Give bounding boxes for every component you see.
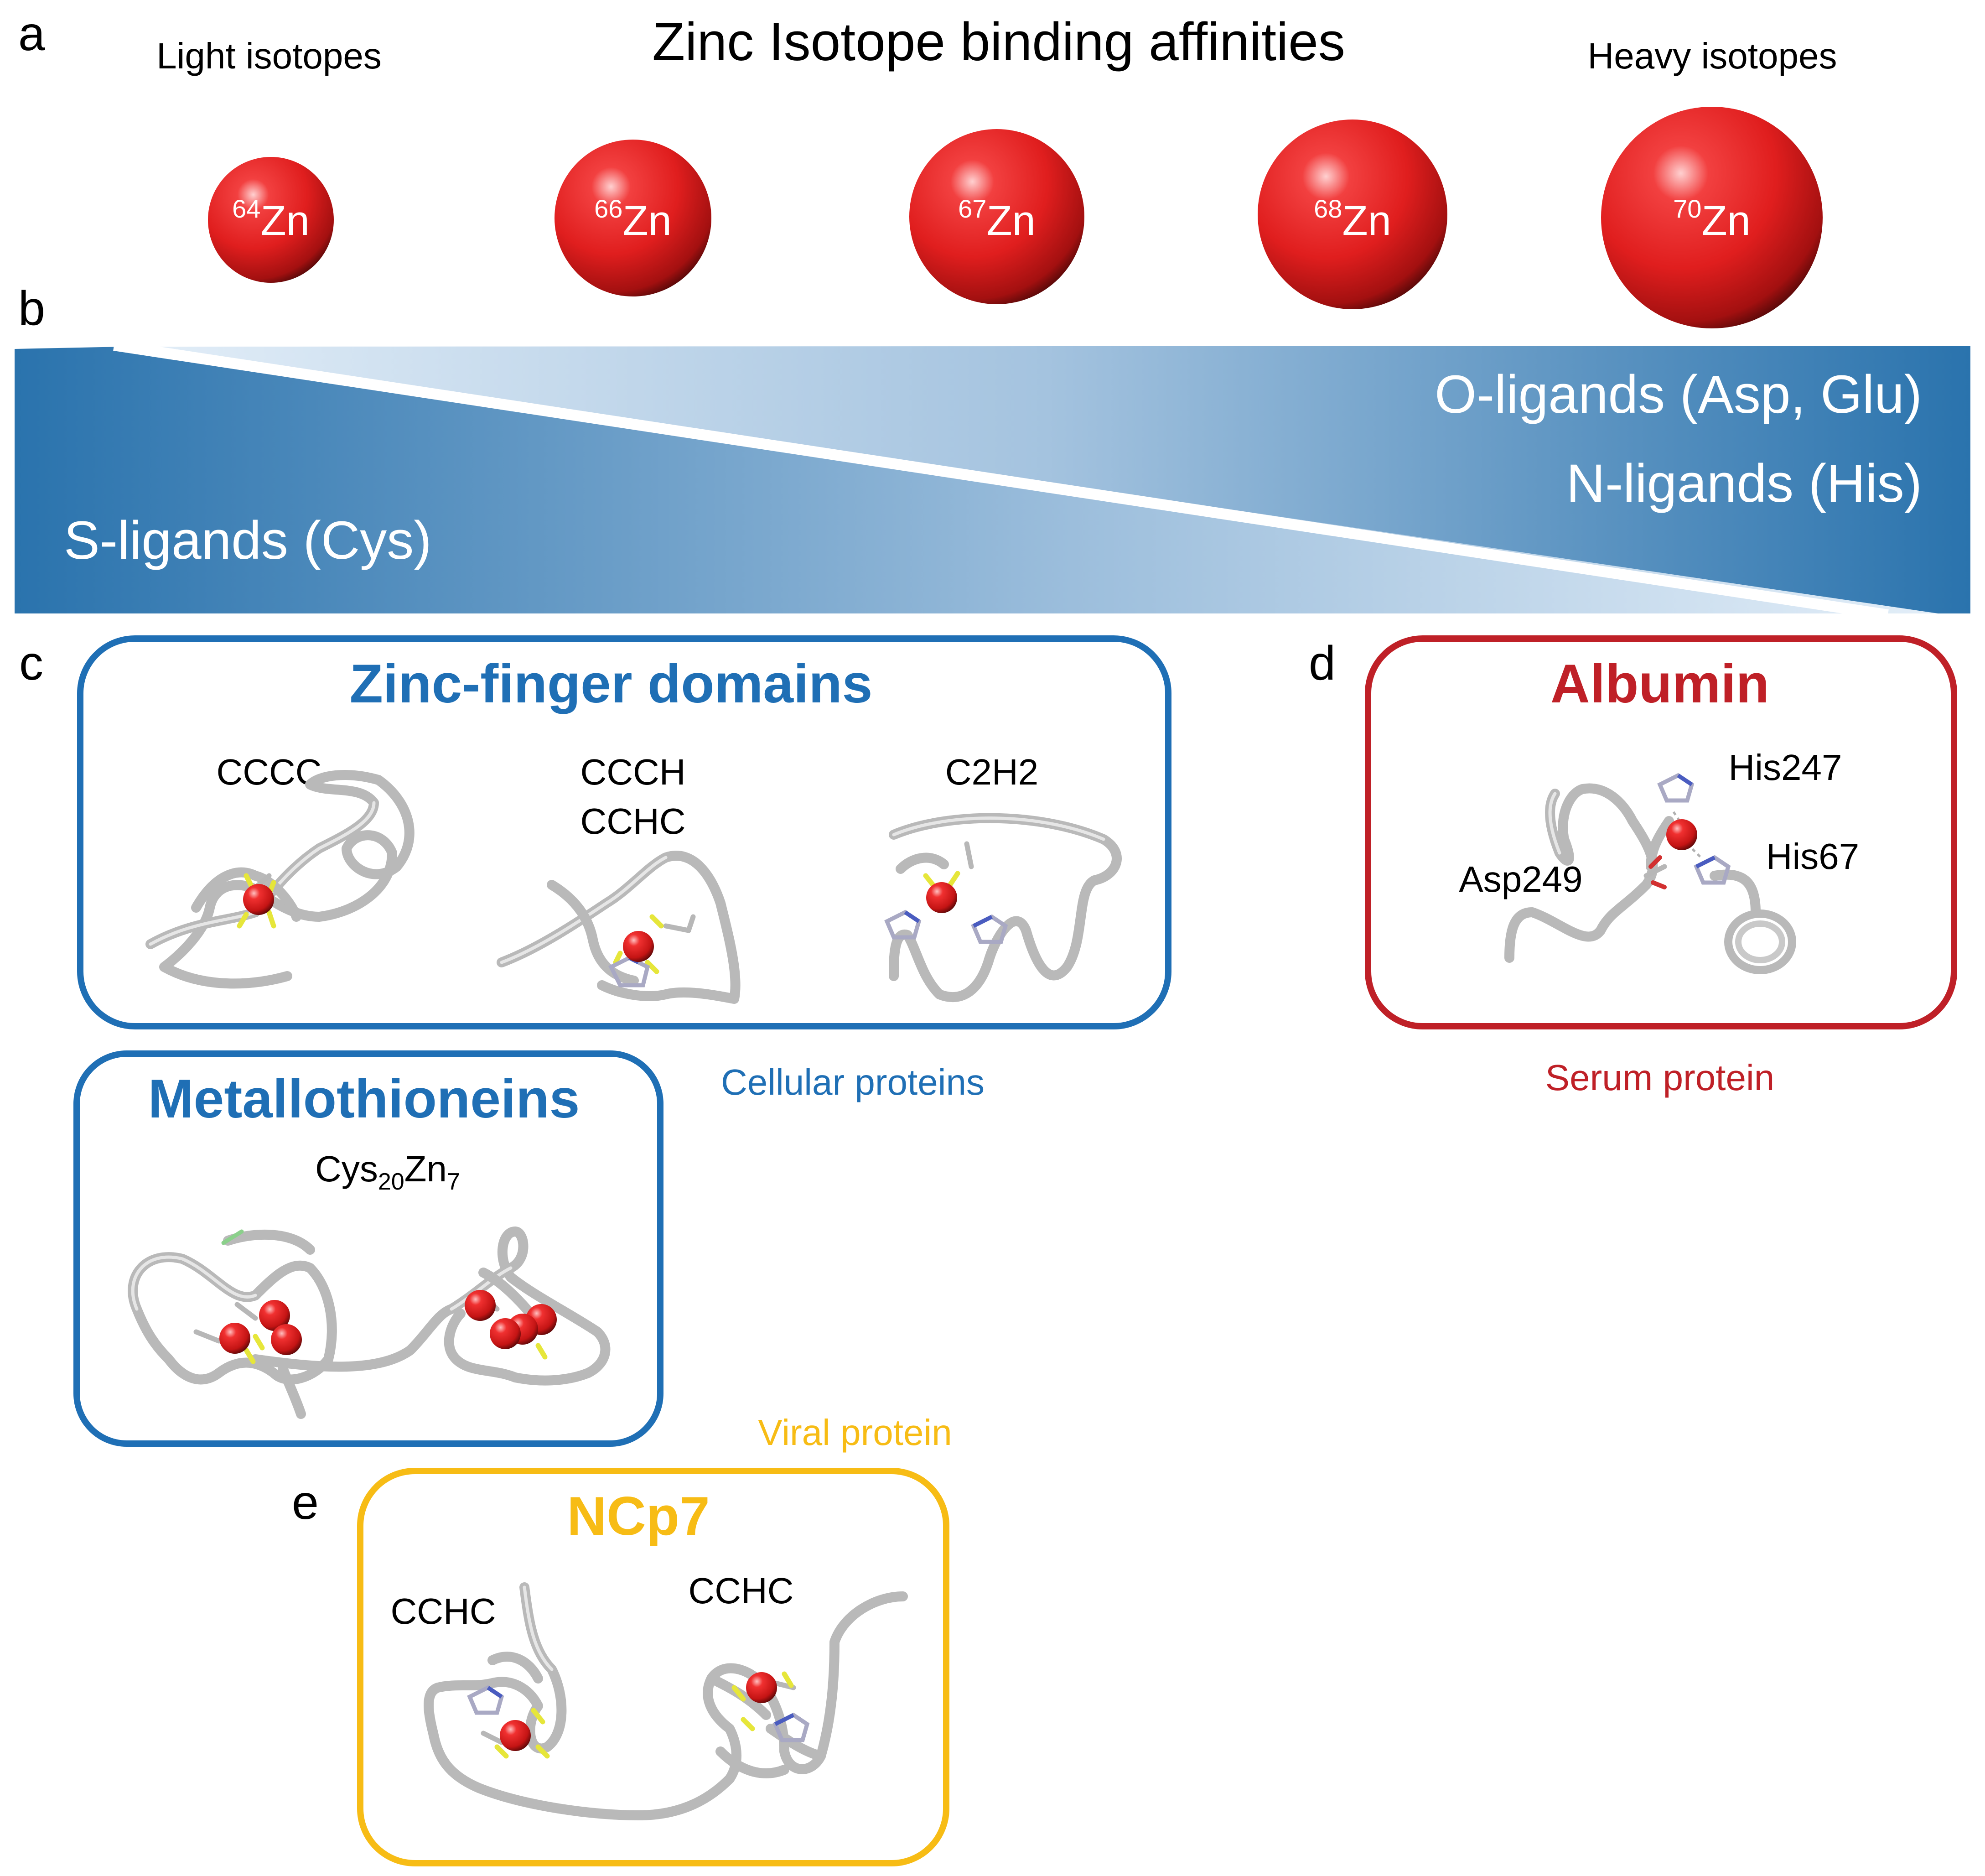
panel-letter-a: a [18,7,45,61]
asp249-label: Asp249 [1459,859,1582,899]
zinc-finger-title: Zinc-finger domains [350,653,873,714]
ncp7-structure-illustration [424,1582,908,1820]
panel-a-title: Zinc Isotope binding affinities [652,12,1345,72]
zinc-atom-ncp7-2 [746,1672,777,1703]
isotope-sphere-67: 67Zn [909,129,1084,304]
ncp7-box [357,1468,949,1866]
albumin-box [1365,635,1957,1029]
cccc-structure-illustration [145,770,415,989]
heavy-isotopes-label: Heavy isotopes [1588,36,1837,76]
zinc-atom-mt-2 [219,1323,250,1354]
zinc-atom-mt-7 [490,1318,521,1349]
panel-letter-e: e [292,1476,319,1529]
metallothioneins-title: Metallothioneins [148,1068,580,1129]
zinc-atom-mt-4 [465,1290,496,1321]
zinc-atom-mt-3 [271,1324,302,1355]
albumin-title: Albumin [1550,653,1769,714]
zinc-atom-mt-1 [259,1300,290,1331]
isotope-label-68: 68Zn [1314,194,1391,244]
zinc-atom-c2h2 [926,882,957,913]
motif-cchc-label: CCHC [580,801,685,842]
c2h2-structure-illustration [884,813,1122,1003]
motif-c2h2-label: C2H2 [945,752,1039,792]
metallothionein-formula: Cys20Zn7 [315,1148,460,1195]
panel-letter-b: b [18,281,45,335]
s-ligands-label: S-ligands (Cys) [64,510,432,571]
zinc-atom-ncp7-1 [500,1720,531,1751]
metallothioneins-box [73,1050,663,1447]
serum-protein-caption: Serum protein [1545,1057,1774,1098]
isotope-sphere-64: 64Zn [208,157,334,283]
isotope-label-70: 70Zn [1673,194,1751,244]
o-ligands-label: O-ligands (Asp, Glu) [1435,364,1922,425]
isotope-label-67: 67Zn [958,194,1036,244]
motif-cccc-label: CCCC [216,752,321,792]
light-isotopes-label: Light isotopes [156,36,382,76]
albumin-structure-illustration [1504,773,1796,974]
panel-letter-c: c [19,636,43,690]
isotope-sphere-68: 68Zn [1258,120,1447,309]
zinc-atom-cccc [243,884,274,915]
panel-letter-d: d [1309,636,1336,690]
ncp7-title: NCp7 [567,1486,710,1547]
isotope-sphere-70: 70Zn [1601,107,1823,328]
n-ligands-label: N-ligands (His) [1566,453,1922,514]
ncp7-motif-2-label: CCHC [688,1570,793,1611]
isotope-label-64: 64Zn [232,194,310,244]
zinc-atom-ccch [623,931,654,962]
isotope-sphere-66: 66Zn [555,140,711,296]
zinc-finger-box [77,635,1171,1029]
isotope-label-66: 66Zn [594,194,672,244]
zinc-atom-albumin [1666,819,1697,850]
gradient-divider [113,340,1889,620]
his67-label: His67 [1766,836,1860,877]
ncp7-motif-1-label: CCHC [390,1591,496,1632]
metallothionein-structure-illustration [128,1226,611,1419]
cellular-proteins-caption: Cellular proteins [721,1062,985,1102]
ccch-structure-illustration [497,851,741,1004]
motif-ccch-label: CCCH [580,752,685,792]
his247-label: His247 [1728,747,1842,788]
viral-protein-caption: Viral protein [758,1412,952,1453]
